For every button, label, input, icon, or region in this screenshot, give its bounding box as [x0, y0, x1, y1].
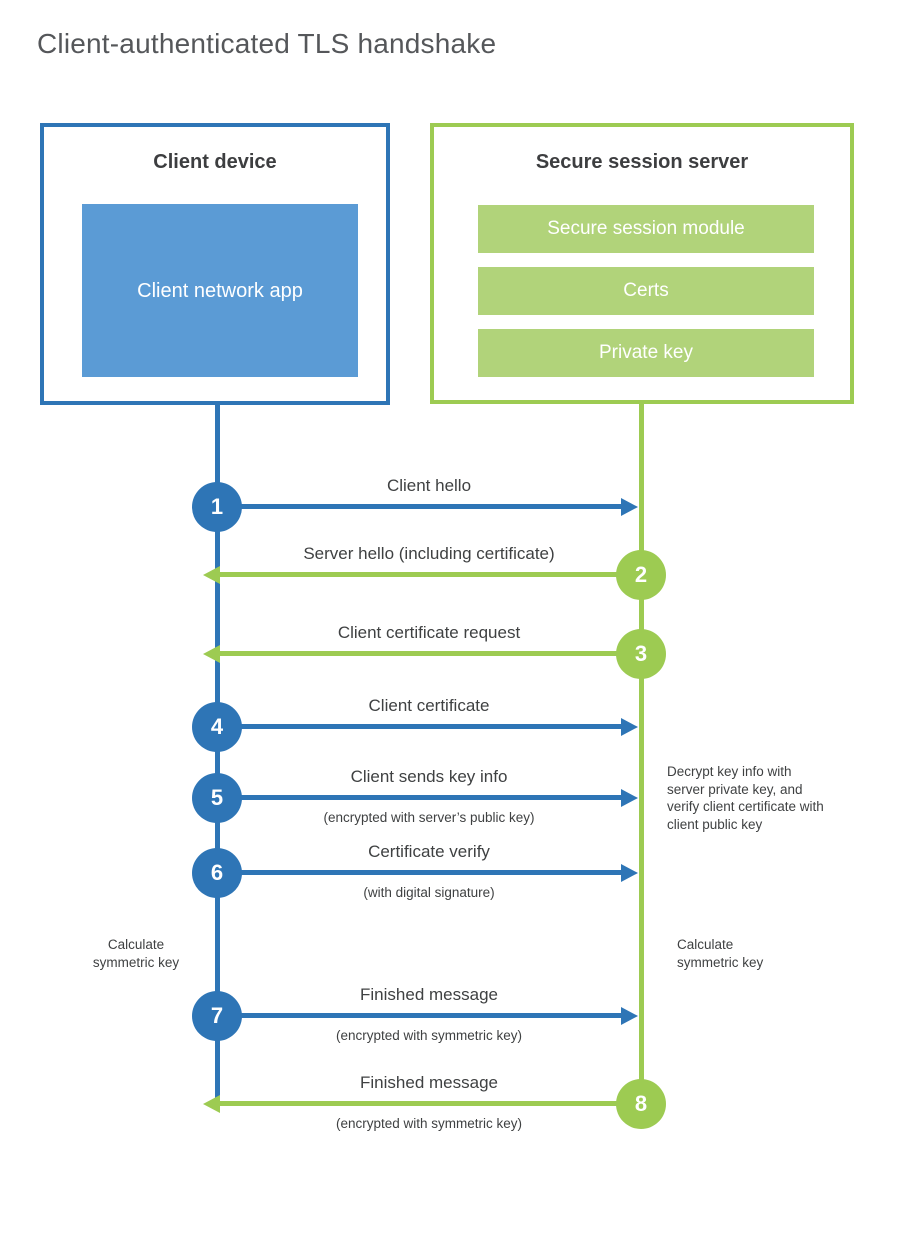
step-3-arrow: [219, 651, 641, 656]
step-7-number: 7: [210, 1003, 224, 1028]
calculate-symmetric-key-client: Calculate symmetric key: [92, 937, 180, 970]
decrypt-key-note: Decrypt key info with server private key…: [667, 764, 824, 832]
step-7-arrowhead-icon: [621, 1007, 638, 1025]
step-8-sublabel: (encrypted with symmetric key): [335, 1116, 523, 1131]
client-network-app-box: Client network app: [82, 204, 358, 377]
client-device-box: Client device Client network app: [40, 123, 390, 405]
step-6-arrowhead-icon: [621, 864, 638, 882]
client-network-app-label: Client network app: [137, 279, 303, 302]
step-1-label: Client hello: [386, 476, 472, 495]
step-5-arrow: [217, 795, 623, 800]
step-1-arrow: [217, 504, 623, 509]
calculate-symmetric-key-server: Calculate symmetric key: [677, 937, 764, 970]
step-7-badge: 7: [192, 991, 242, 1041]
step-5-badge: 5: [192, 773, 242, 823]
step-8-label: Finished message: [360, 1073, 498, 1092]
step-4-arrow: [217, 724, 623, 729]
step-5-arrowhead-icon: [621, 789, 638, 807]
step-3-arrowhead-icon: [203, 645, 220, 663]
step-5-label: Client sends key info: [350, 767, 508, 786]
server-lifeline: [638, 400, 644, 1104]
step-7-arrow: [217, 1013, 623, 1018]
step-7-sublabel: (encrypted with symmetric key): [335, 1028, 523, 1043]
secure-session-server-box: Secure session server Secure session mod…: [430, 123, 854, 404]
server-module-private-key: Private key: [478, 329, 814, 377]
step-2-arrowhead-icon: [203, 566, 220, 584]
step-5-sublabel: (encrypted with server’s public key): [323, 810, 535, 825]
step-1-number: 1: [210, 494, 224, 519]
step-6-arrow: [217, 870, 623, 875]
step-4-number: 4: [210, 714, 224, 739]
secure-session-server-title: Secure session server: [535, 151, 749, 173]
step-6-label: Certificate verify: [368, 842, 490, 861]
step-3-number: 3: [634, 641, 648, 666]
step-7-label: Finished message: [360, 985, 498, 1004]
step-1-badge: 1: [192, 482, 242, 532]
step-1-arrowhead-icon: [621, 498, 638, 516]
step-2-label: Server hello (including certificate): [303, 544, 555, 563]
step-2-arrow: [219, 572, 641, 577]
step-5-number: 5: [210, 785, 224, 810]
step-6-sublabel: (with digital signature): [363, 885, 495, 900]
step-6-number: 6: [210, 860, 224, 885]
server-module-secure-session: Secure session module: [478, 205, 814, 253]
step-8-arrow: [219, 1101, 641, 1106]
step-6-badge: 6: [192, 848, 242, 898]
step-4-arrowhead-icon: [621, 718, 638, 736]
server-module-certs: Certs: [478, 267, 814, 315]
step-8-badge: 8: [616, 1079, 666, 1129]
page-title: Client-authenticated TLS handshake: [37, 28, 497, 59]
step-8-arrowhead-icon: [203, 1095, 220, 1113]
client-lifeline: [214, 401, 220, 1104]
step-2-number: 2: [634, 562, 648, 587]
step-4-badge: 4: [192, 702, 242, 752]
step-3-badge: 3: [616, 629, 666, 679]
step-4-label: Client certificate: [368, 696, 490, 715]
step-2-badge: 2: [616, 550, 666, 600]
step-8-number: 8: [634, 1091, 648, 1116]
step-3-label: Client certificate request: [337, 623, 521, 642]
client-device-title: Client device: [153, 151, 277, 173]
